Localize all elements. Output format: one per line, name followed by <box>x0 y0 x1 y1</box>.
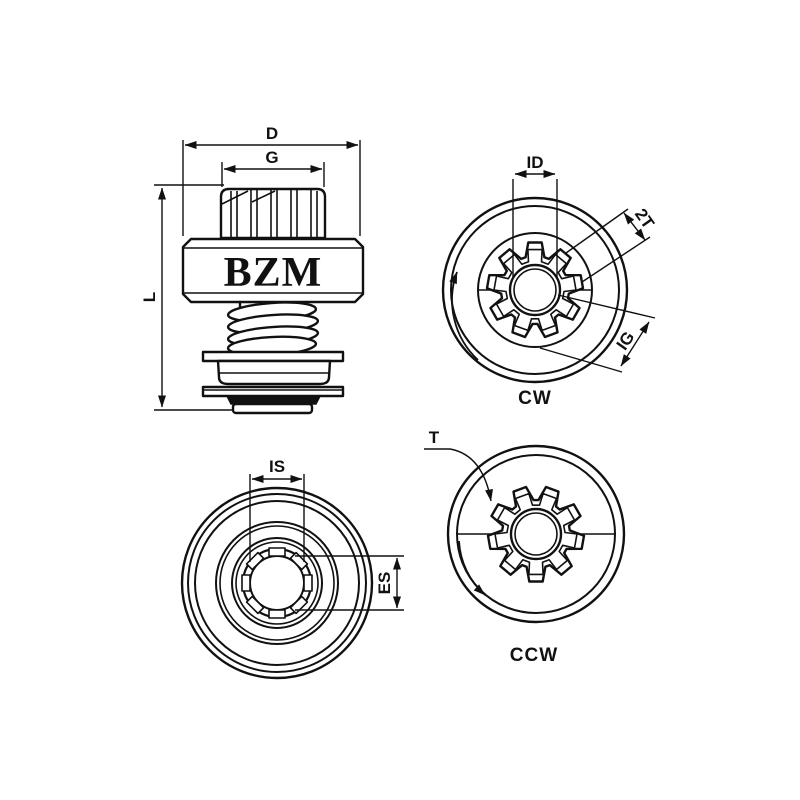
hub-bore <box>514 512 558 556</box>
flange-lower <box>201 385 345 398</box>
hub-bore <box>513 268 557 312</box>
dim-es-label: ES <box>375 572 394 595</box>
side-view: D G L <box>140 124 365 415</box>
spline-tab <box>268 609 286 619</box>
dimension-2t: 2T <box>565 205 658 283</box>
tooth-chamfer-line <box>221 190 249 205</box>
dim-id-label: ID <box>527 153 544 172</box>
teeth-leader-line <box>424 448 493 502</box>
brand-text: BZM <box>224 250 323 296</box>
flange-upper <box>201 350 345 363</box>
gear-chamfer-outline <box>494 492 578 576</box>
dimension-es: ES <box>295 555 404 611</box>
clutch-housing <box>201 350 345 415</box>
spline-tab <box>289 551 309 571</box>
teeth-callout: T <box>424 428 493 502</box>
dim-g-label: G <box>265 148 278 167</box>
friction-ring <box>225 395 322 405</box>
drive-body: BZM <box>181 237 365 304</box>
teeth-label: T <box>429 428 440 447</box>
spline-tabs <box>241 547 313 619</box>
dimension-d: D <box>182 124 361 236</box>
spline-tab <box>268 547 286 557</box>
cw-view: ID 2T IG CW <box>441 153 658 409</box>
pinion-side <box>219 187 327 240</box>
rear-view: IS ES <box>180 457 404 680</box>
dimension-id: ID <box>512 153 558 278</box>
spline-tab <box>303 574 313 592</box>
dimension-is: IS <box>249 457 305 562</box>
hub-outer <box>509 507 563 561</box>
dim-2t-label: 2T <box>631 205 658 233</box>
ccw-view: T CCW <box>424 428 626 666</box>
dimension-g: G <box>221 148 325 187</box>
ccw-rotation-arrow-icon <box>458 540 486 596</box>
spring-section <box>226 300 320 357</box>
spline-tab <box>245 595 265 615</box>
dim-d-label: D <box>266 124 278 143</box>
cw-label: CW <box>518 388 552 409</box>
gear-chamfer-outline <box>493 248 577 332</box>
cw-rotation-arrow-icon <box>449 271 479 361</box>
hub-outer <box>508 263 562 317</box>
spline-tab <box>289 595 309 615</box>
tooth-chamfer-line <box>251 190 276 203</box>
ccw-label: CCW <box>510 645 558 666</box>
dim-is-label: IS <box>269 457 285 476</box>
bottom-collar <box>231 402 314 415</box>
dim-l-label: L <box>140 292 159 302</box>
spline-tab <box>241 574 251 592</box>
spline-tab <box>245 551 265 571</box>
dimension-l: L <box>140 184 244 411</box>
